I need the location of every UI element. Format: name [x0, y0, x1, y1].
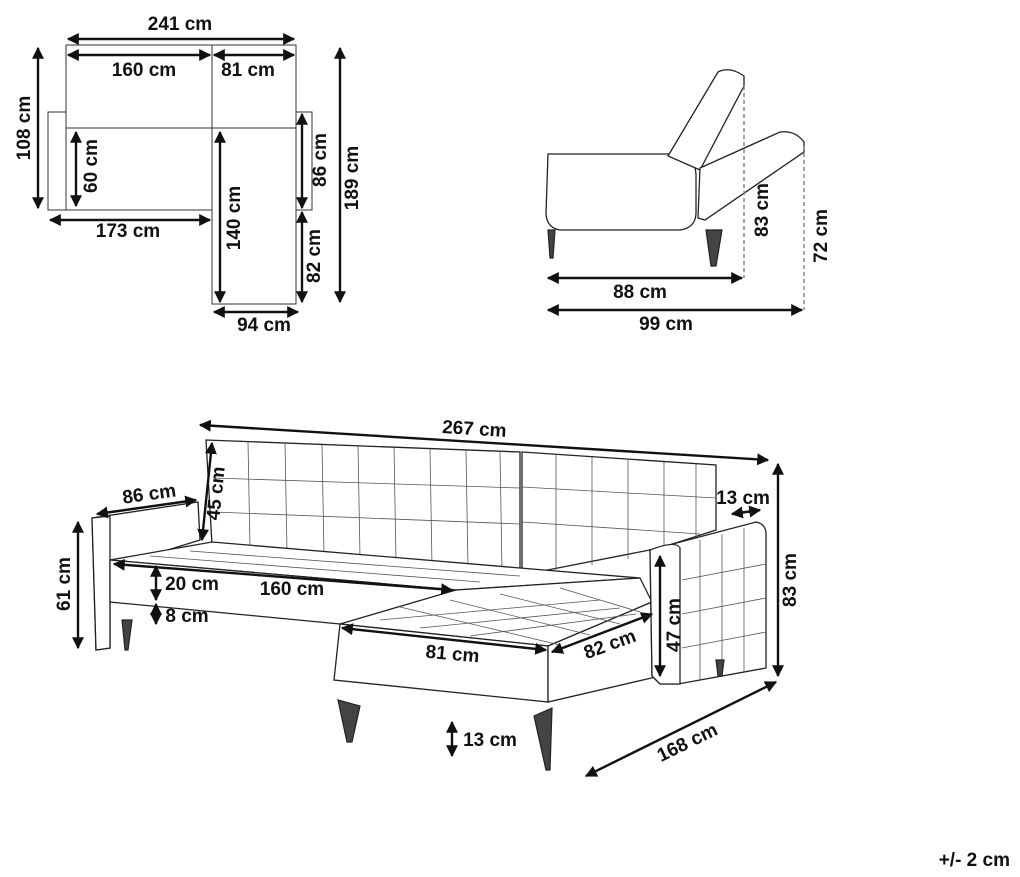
label-83-side: 83 cm	[752, 183, 773, 237]
dim-81	[340, 623, 548, 655]
label-81-plan: 81 cm	[221, 60, 275, 81]
label-13-arm: 13 cm	[716, 488, 770, 509]
label-160: 160 cm	[260, 579, 324, 600]
label-47: 47 cm	[664, 598, 685, 652]
tolerance-note: +/- 2 cm	[939, 850, 1010, 871]
label-82-plan: 82 cm	[304, 229, 325, 283]
arm-left-front	[91, 515, 111, 651]
label-189: 189 cm	[342, 146, 363, 210]
label-8: 8 cm	[165, 606, 208, 627]
back-tufting	[212, 441, 717, 572]
label-140: 140 cm	[224, 186, 245, 250]
label-173: 173 cm	[96, 221, 160, 242]
label-99: 99 cm	[639, 314, 693, 335]
dim-168	[584, 680, 778, 778]
label-241: 241 cm	[148, 14, 212, 35]
perspective-view: 267 cm 86 cm 45 cm 13 cm 61 cm 160 cm 20…	[54, 417, 801, 778]
plan-view: 241 cm 160 cm 81 cm 108 cm 60 cm 173 cm …	[14, 14, 363, 336]
label-81: 81 cm	[425, 642, 481, 668]
side-leg-back	[705, 229, 723, 267]
dim-45	[197, 441, 217, 542]
dim-267	[198, 419, 770, 466]
dim-82	[550, 612, 654, 654]
dim-86	[95, 495, 198, 519]
label-88: 88 cm	[613, 282, 667, 303]
label-83: 83 cm	[780, 553, 801, 607]
leg-chaise-left	[337, 699, 361, 743]
side-back-reclined	[697, 131, 805, 221]
side-leg-front	[547, 229, 556, 259]
label-86-plan: 86 cm	[310, 133, 331, 187]
side-view: 88 cm 99 cm 83 cm 72 cm	[545, 69, 832, 335]
side-back-upright	[667, 69, 745, 171]
leg-chaise-right	[533, 707, 553, 771]
label-72: 72 cm	[811, 209, 832, 263]
dim-160	[112, 558, 454, 596]
side-seat	[545, 153, 697, 231]
label-108: 108 cm	[14, 96, 35, 160]
label-94: 94 cm	[237, 315, 291, 336]
label-13-leg: 13 cm	[463, 730, 517, 751]
arm-right-tufting	[681, 528, 767, 680]
dim-13-arm	[730, 505, 762, 519]
label-60: 60 cm	[81, 139, 102, 193]
label-160-plan: 160 cm	[112, 60, 176, 81]
label-20: 20 cm	[165, 574, 219, 595]
label-267: 267 cm	[442, 417, 508, 442]
label-61: 61 cm	[54, 557, 75, 611]
leg-left	[121, 619, 133, 651]
leg-right	[715, 659, 725, 677]
